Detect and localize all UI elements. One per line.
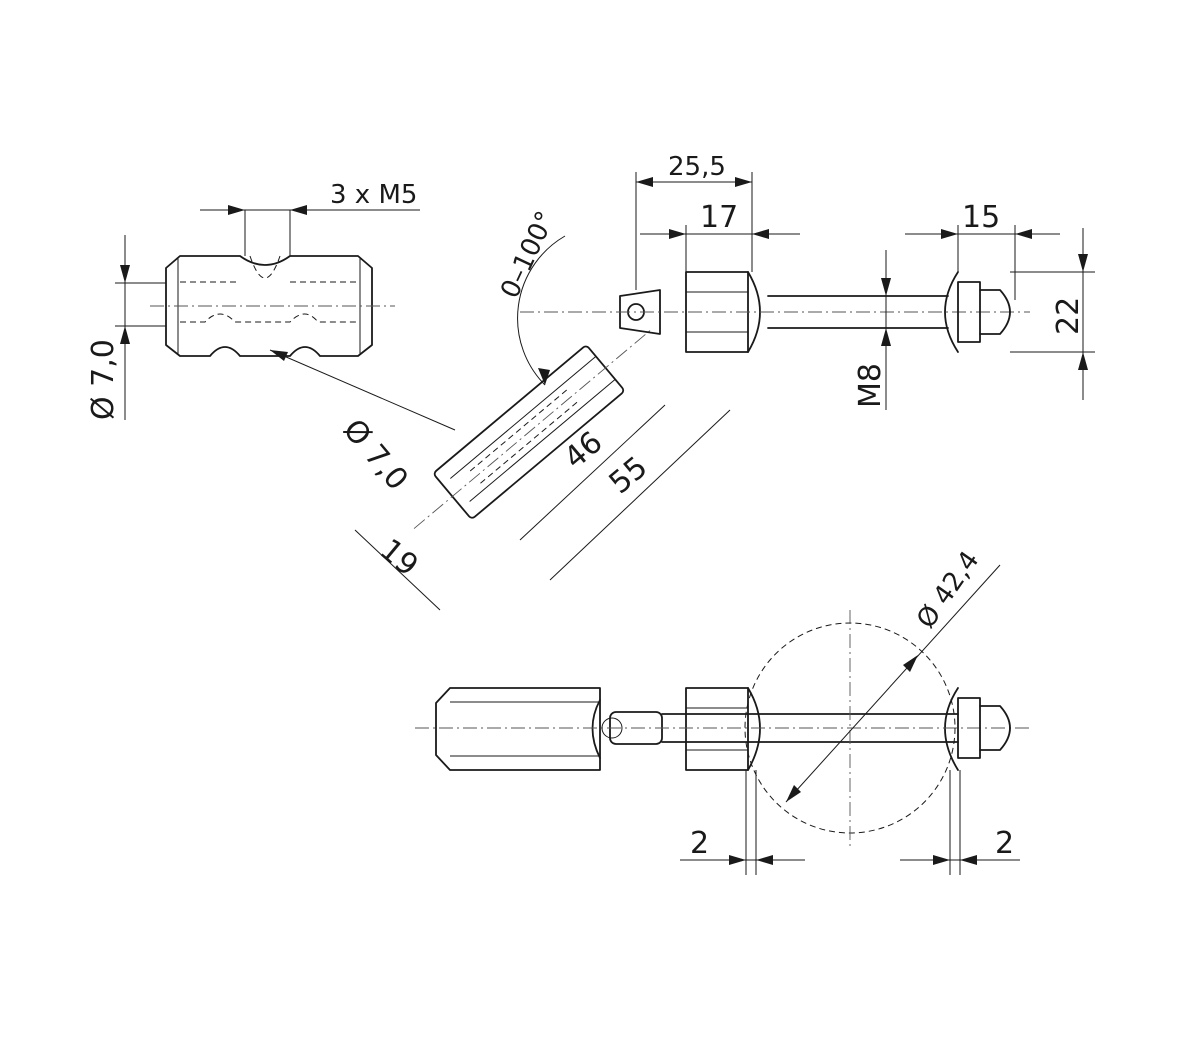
- dim-len-55: 55: [603, 450, 655, 501]
- angled-float-assembly: 25,5 17 15 22 M8 0–100° Ø 7,0 46: [336, 152, 1095, 611]
- detail-leader-line: [269, 349, 456, 431]
- float-detail-view: 3 x M5 Ø 7,0: [86, 180, 420, 420]
- dim-gap-left: 2: [690, 826, 709, 861]
- dim-dia-float-angled: Ø 7,0: [336, 413, 415, 497]
- dim-thread-M8: M8: [853, 363, 888, 408]
- dim-angle-range: 0–100°: [495, 207, 561, 303]
- dim-len-19: 19: [373, 532, 425, 583]
- dim-dia-float-side: Ø 7,0: [86, 339, 121, 420]
- dim-len-46: 46: [558, 425, 610, 476]
- bottom-assembly-view: Ø 42,4 2 2: [415, 546, 1030, 875]
- dim-len-17: 17: [700, 200, 738, 235]
- dim-dia-42-4: Ø 42,4: [911, 546, 985, 634]
- dim-thread-3xM5: 3 x M5: [330, 180, 417, 210]
- dim-height-22: 22: [1051, 297, 1086, 335]
- dim-gap-right: 2: [995, 826, 1014, 861]
- dim-len-25-5: 25,5: [668, 152, 726, 182]
- dim-len-15: 15: [962, 200, 1000, 235]
